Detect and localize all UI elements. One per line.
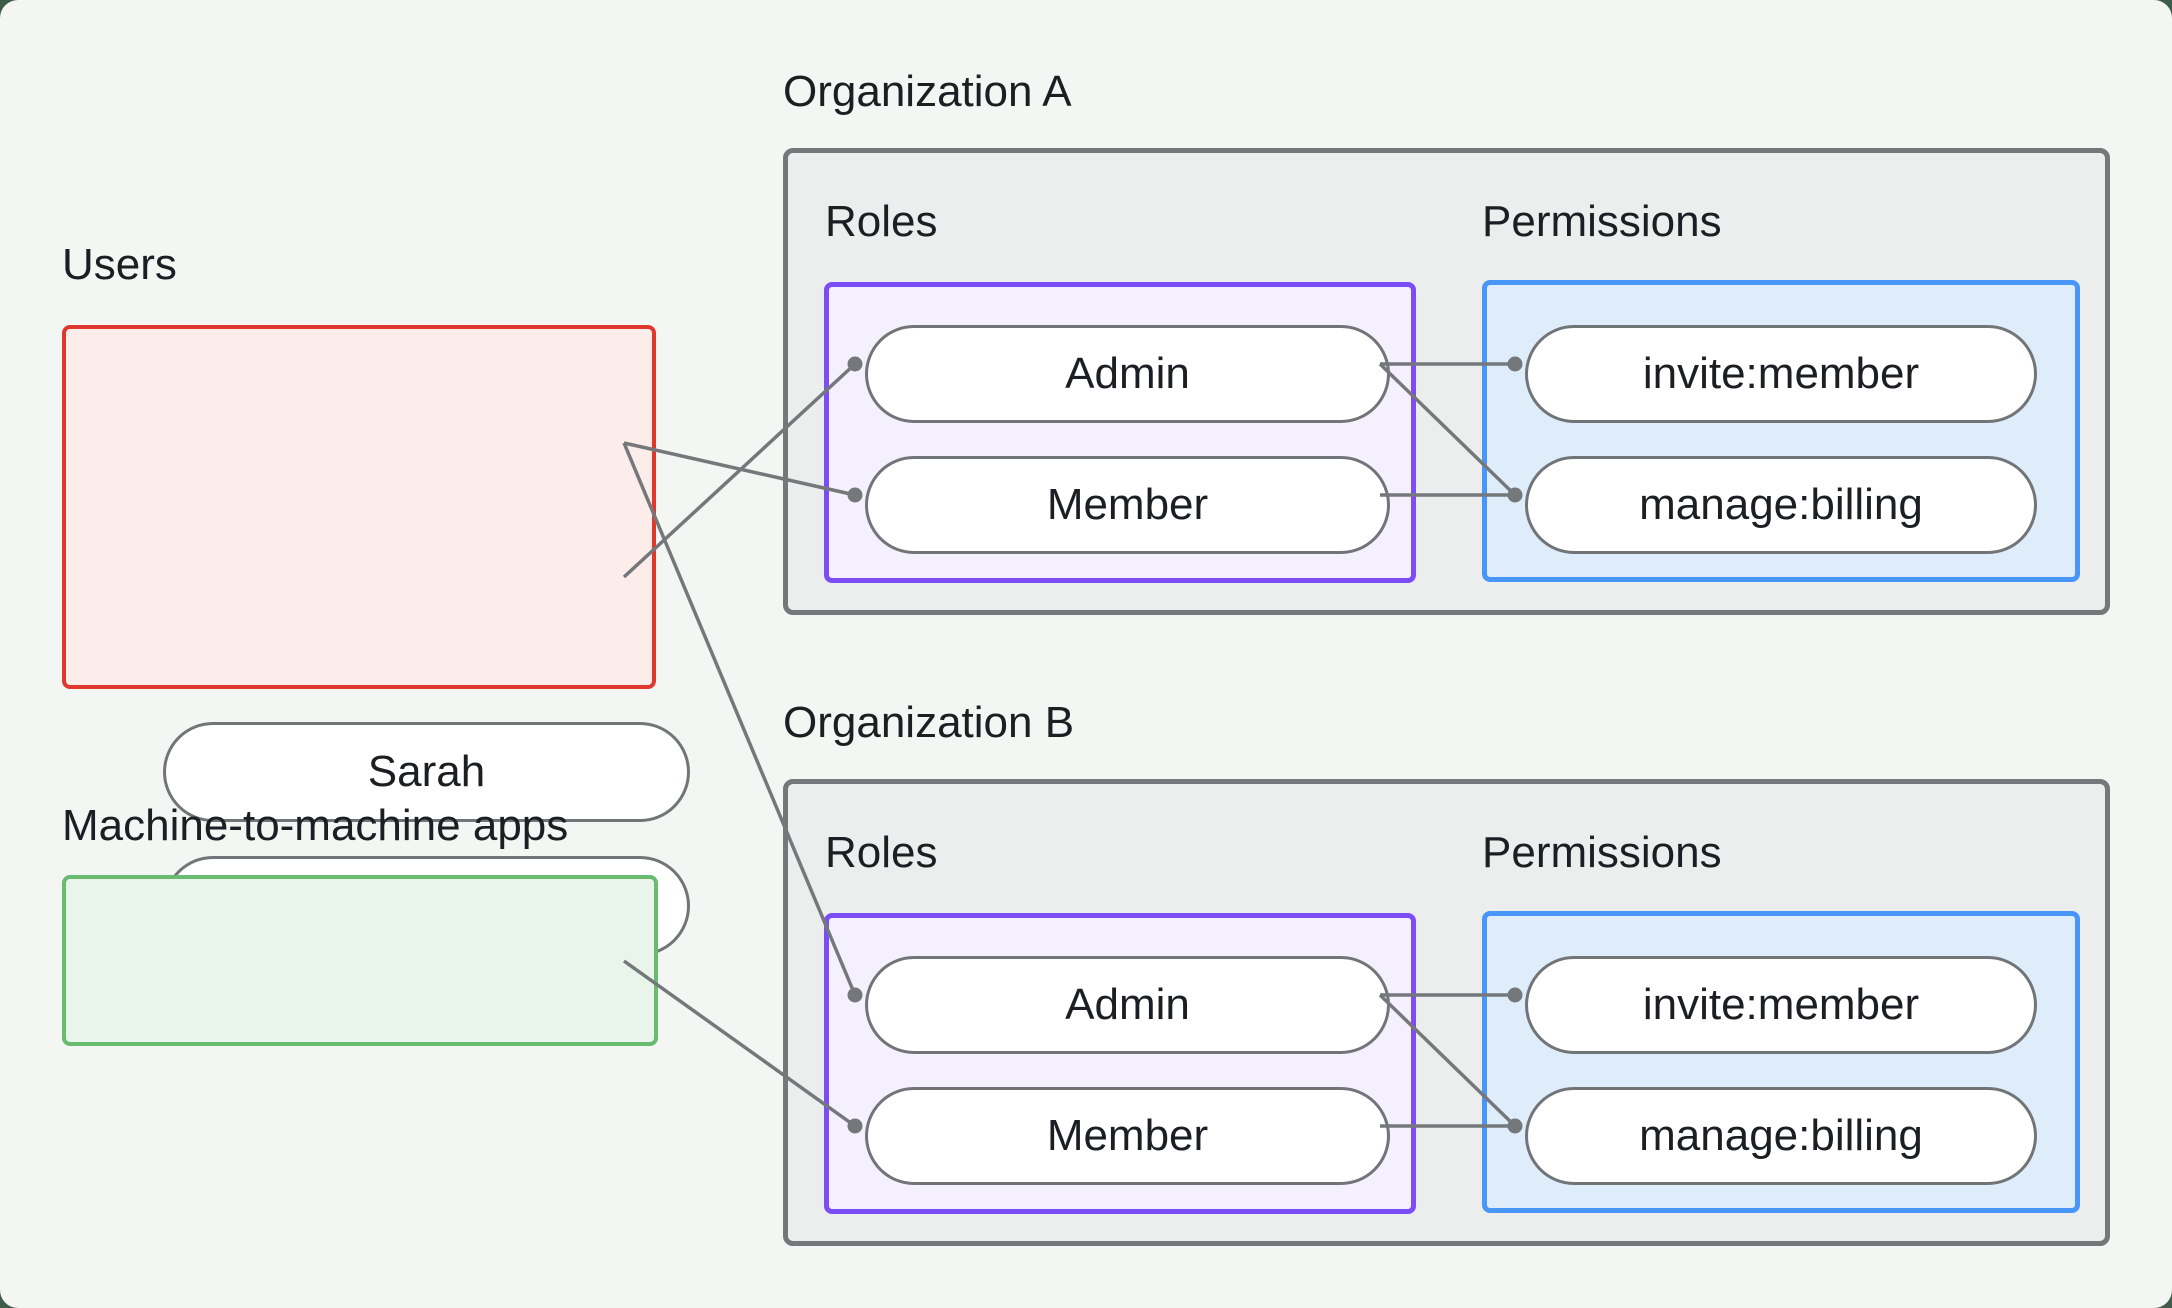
node-org-b-role-member: Member — [865, 1087, 1390, 1185]
node-org-b-role-admin-label: Admin — [1065, 980, 1190, 1029]
m2m-group-box: M2M app — [62, 875, 658, 1046]
node-org-a-role-admin: Admin — [865, 325, 1390, 423]
org-b-permissions-group: invite:member manage:billing — [1482, 911, 2080, 1213]
org-a-roles-label: Roles — [825, 197, 938, 246]
users-group-box: Sarah John — [62, 325, 690, 956]
org-b-roles-group: Admin Member — [824, 913, 1416, 1214]
node-org-b-role-member-label: Member — [1046, 1111, 1209, 1160]
org-a-permissions-group: invite:member manage:billing — [1482, 280, 2080, 582]
node-org-b-perm-invite-label: invite:member — [1642, 980, 1920, 1029]
node-org-b-perm-manage: manage:billing — [1525, 1087, 2037, 1185]
node-org-a-perm-manage: manage:billing — [1525, 456, 2037, 554]
node-org-b-perm-manage-label: manage:billing — [1639, 1111, 1923, 1160]
org-a-permissions-label: Permissions — [1482, 197, 1722, 246]
org-a-box: Roles Permissions Admin Member invite:me… — [783, 148, 2110, 615]
node-org-a-perm-invite-label: invite:member — [1642, 349, 1920, 398]
node-org-b-role-admin: Admin — [865, 956, 1390, 1054]
org-b-permissions-label: Permissions — [1482, 828, 1722, 877]
org-a-roles-group: Admin Member — [824, 282, 1416, 583]
org-b-box: Roles Permissions Admin Member invite:me… — [783, 779, 2110, 1246]
node-user-sarah-label: Sarah — [367, 747, 486, 796]
m2m-section-title: Machine-to-machine apps — [62, 801, 569, 850]
org-b-roles-label: Roles — [825, 828, 938, 877]
node-org-b-perm-invite: invite:member — [1525, 956, 2037, 1054]
node-org-a-role-member-label: Member — [1046, 480, 1209, 529]
org-b-title: Organization B — [783, 698, 1075, 747]
org-a-title: Organization A — [783, 67, 1072, 116]
node-org-a-perm-invite: invite:member — [1525, 325, 2037, 423]
node-user-sarah: Sarah — [163, 722, 690, 822]
node-org-a-perm-manage-label: manage:billing — [1639, 480, 1923, 529]
node-org-a-role-member: Member — [865, 456, 1390, 554]
node-org-a-role-admin-label: Admin — [1065, 349, 1190, 398]
users-section-title: Users — [62, 240, 177, 289]
